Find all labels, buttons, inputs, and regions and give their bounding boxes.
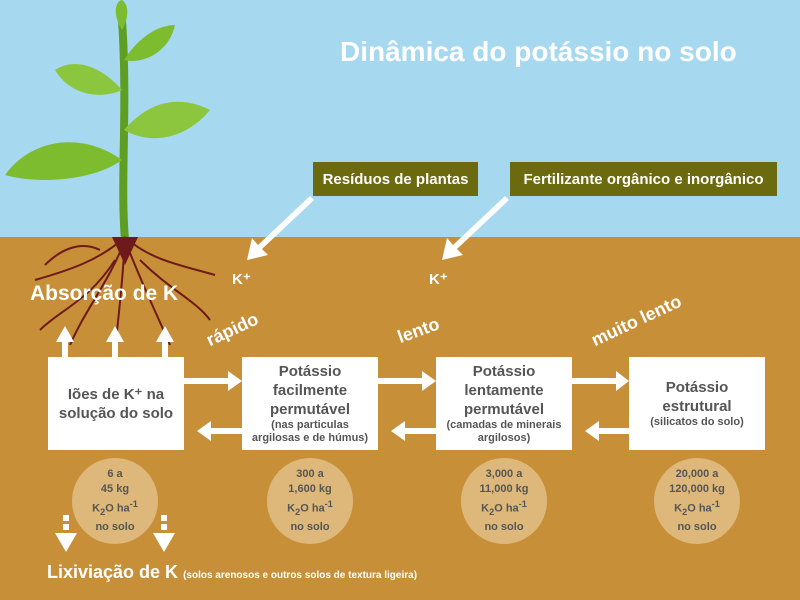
amount-line: 120,000 kg	[669, 483, 725, 496]
absorption-arrows	[56, 326, 174, 357]
amount-circle-4: 20,000 a 120,000 kg K2O ha-1 no solo	[654, 458, 740, 544]
amount-circle-1: 6 a 45 kg K2O ha-1 no solo	[72, 458, 158, 544]
amount-line: 20,000 a	[675, 468, 719, 481]
pool-line: permutável	[269, 401, 351, 418]
pool-line: facilmente	[272, 382, 348, 399]
amount-line: 1,600 kg	[288, 483, 332, 496]
pool-sub: (nas particulas	[271, 419, 349, 431]
absorption-label: Absorção de K	[30, 282, 179, 305]
amount-place: no solo	[290, 520, 330, 533]
pool-sub: (silicatos do solo)	[650, 416, 744, 428]
amount-unit: K2O ha-1	[92, 499, 138, 517]
amount-line: 11,000 kg	[479, 483, 529, 496]
leaching-arrows	[55, 515, 175, 552]
pool-line: Potássio	[665, 379, 729, 396]
amount-line: 3,000 a	[485, 468, 523, 481]
amount-unit: K2O ha-1	[287, 499, 333, 517]
pool-sub: argilosas e de húmus)	[251, 432, 369, 444]
pool-solution: Iões de K⁺ na solução do solo	[48, 357, 184, 450]
pool-structural: Potássio estrutural (silicatos do solo)	[629, 357, 765, 450]
amount-place: no solo	[484, 520, 524, 533]
source-fertilizer: Fertilizante orgânico e inorgânico	[510, 162, 777, 196]
pool-line: Potássio	[278, 363, 342, 380]
pool-line: Iões de K⁺ na	[67, 385, 165, 403]
amount-line: 6 a	[107, 468, 123, 481]
pool-line: estrutural	[662, 398, 732, 415]
plant-icon	[5, 0, 216, 351]
amount-unit: K2O ha-1	[674, 499, 720, 517]
leaching-note: (solos arenosos e outros solos de textur…	[183, 570, 418, 581]
pool-slowly-exchangeable: Potássio lentamente permutável (camadas …	[436, 357, 572, 450]
sky	[0, 0, 800, 237]
pool-line: solução do solo	[58, 404, 174, 422]
arrows	[55, 196, 629, 552]
amount-line: 300 a	[296, 468, 324, 481]
exchange-arrows	[184, 371, 629, 441]
amount-line: 45 kg	[100, 483, 130, 496]
amount-place: no solo	[677, 520, 717, 533]
k-ion-label-1: K⁺	[232, 271, 251, 288]
amount-place: no solo	[95, 520, 135, 533]
pool-line: Potássio	[472, 363, 536, 380]
pool-sub: (camadas de minerais	[446, 419, 562, 431]
leaching-main: Lixiviação de K	[47, 562, 179, 582]
pool-line: lentamente	[464, 382, 544, 399]
k-ion-label-2: K⁺	[429, 271, 448, 288]
pool-sub: argilosos)	[477, 432, 531, 444]
page-title: Dinâmica do potássio no solo	[340, 36, 737, 67]
amount-circle-2: 300 a 1,600 kg K2O ha-1 no solo	[267, 458, 353, 544]
source-plant-residues: Resíduos de plantas	[313, 162, 478, 196]
pool-line: permutável	[463, 401, 545, 418]
pool-easily-exchangeable: Potássio facilmente permutável (nas part…	[242, 357, 378, 450]
amount-circle-3: 3,000 a 11,000 kg K2O ha-1 no solo	[461, 458, 547, 544]
amount-unit: K2O ha-1	[481, 499, 527, 517]
leaching-label: Lixiviação de K (solos arenosos e outros…	[47, 562, 417, 583]
